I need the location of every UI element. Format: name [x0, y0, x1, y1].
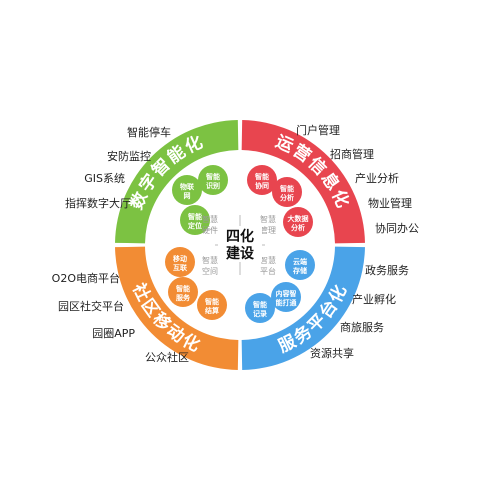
bubble-text: 智能	[253, 300, 267, 309]
item-business-travel: 商旅服务	[340, 321, 384, 334]
bubble-text: 能打通	[276, 298, 298, 307]
bubble-text: 物联	[180, 182, 195, 191]
inner-label-3: 空间	[202, 266, 218, 276]
bubble-text: 大数据	[288, 214, 309, 223]
item-smart-parking: 智能停车	[127, 126, 171, 139]
bubble-text: 结算	[204, 306, 219, 315]
item-park-app: 园圈APP	[92, 327, 135, 340]
item-incubation: 产业孵化	[352, 293, 396, 306]
bubble-text: 服务	[176, 293, 191, 302]
item-invest-mgmt: 招商管理	[330, 148, 374, 161]
quadrant-ring-1	[241, 120, 365, 244]
bubble-text: 协同	[255, 181, 269, 190]
inner-label-1: 智慧	[260, 214, 276, 224]
bubble-text: 分析	[291, 223, 305, 232]
item-gov-service: 政务服务	[365, 264, 409, 277]
bubble-text: 网	[184, 192, 191, 200]
bubble-text: 智能	[176, 284, 190, 293]
bubble-text: 智能	[255, 172, 269, 181]
center-label: 四化 建设	[215, 215, 265, 275]
bubble-text: 内容智	[276, 289, 297, 298]
bubble-text: 识别	[206, 181, 220, 190]
center-line1: 四化	[226, 228, 254, 245]
bubble-text: 存储	[293, 266, 307, 275]
inner-label-0: 硬件	[202, 225, 218, 235]
bubble-text: 智能	[280, 184, 294, 193]
quadrant-ring-2	[241, 246, 365, 370]
bubble-0-0: 物联网	[172, 175, 202, 205]
item-portal-mgmt: 门户管理	[296, 124, 340, 137]
item-security-monitor: 安防监控	[107, 150, 151, 163]
bubble-text: 智能	[206, 172, 220, 181]
item-industry-analysis: 产业分析	[355, 172, 399, 185]
item-command-hall: 指挥数字大厅	[65, 197, 131, 210]
bubble-text: 云端	[293, 257, 307, 266]
bubble-text: 智能	[205, 297, 219, 306]
item-park-social: 园区社交平台	[58, 300, 124, 313]
bubble-text: 记录	[253, 309, 267, 318]
bubble-text: 分析	[280, 193, 294, 202]
item-collab-office: 协同办公	[375, 222, 419, 235]
inner-label-2: 智慧	[260, 255, 276, 265]
item-o2o-platform: O2O电商平台	[51, 272, 120, 285]
inner-label-1: 管理	[260, 225, 276, 235]
quadrant-ring-0	[115, 120, 239, 244]
center-line2: 建设	[226, 245, 255, 262]
bubble-text: 互联	[173, 263, 188, 272]
item-public-community: 公众社区	[145, 351, 189, 364]
item-gis-system: GIS系统	[84, 172, 125, 185]
bubbles: 物联网智能识别智能定位智能协同智能分析大数据分析云端存储内容智能打通智能记录移动…	[165, 165, 315, 323]
item-resource-share: 资源共享	[310, 347, 354, 360]
bubble-text: 智能	[188, 212, 202, 221]
item-property-mgmt: 物业管理	[368, 197, 412, 210]
bubble-text: 定位	[188, 221, 202, 230]
bubble-text: 移动	[173, 254, 187, 263]
inner-label-2: 平台	[260, 266, 276, 276]
inner-label-3: 智慧	[202, 255, 218, 265]
quadrant-ring-3	[115, 246, 239, 370]
inner-label-0: 智慧	[202, 214, 218, 224]
center-bg	[218, 226, 262, 262]
